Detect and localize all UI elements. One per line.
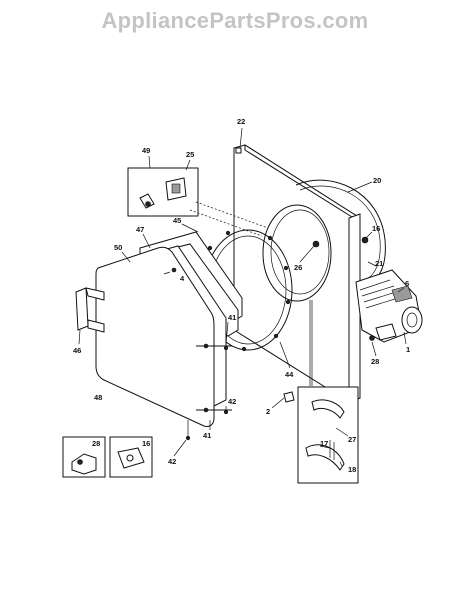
callout-16-inset: 16 [142,439,150,448]
callout-6: 6 [405,279,409,288]
callout-25: 25 [186,150,194,159]
door-handle [75,287,105,333]
callout-16: 16 [372,224,380,233]
callout-45: 45 [173,216,181,225]
inset-latch-box-16 [109,436,153,478]
callout-17: 17 [320,439,328,448]
inset-latch-box-26 [62,436,106,478]
callout-22: 22 [237,117,245,126]
callout-47: 47 [136,225,144,234]
callout-27: 27 [348,435,356,444]
callout-49: 49 [142,146,150,155]
callout-42-upper: 42 [228,397,236,406]
callout-labels: 22 20 16 21 6 1 28 26 49 25 45 47 50 4 4… [73,117,410,474]
blower-housing [355,269,423,343]
callout-41-lower: 41 [203,431,211,440]
small-hardware [171,237,375,403]
callout-26: 26 [294,263,302,272]
callout-44: 44 [285,370,294,379]
door-outer-panel [95,246,215,427]
inset-switch-box [127,167,199,217]
callout-46: 46 [73,346,81,355]
callout-20: 20 [373,176,381,185]
callout-1: 1 [406,345,410,354]
leader-lines [78,127,407,467]
callout-2: 2 [266,407,270,416]
callout-4: 4 [180,274,185,283]
callout-28: 28 [371,357,379,366]
callout-18: 18 [348,465,356,474]
callout-28-inset: 28 [92,439,100,448]
watermark-text: AppliancePartsPros.com [101,8,369,33]
callout-42-lower: 42 [168,457,176,466]
callout-48: 48 [94,393,102,402]
callout-21: 21 [375,259,383,268]
callout-41-upper: 41 [228,313,236,322]
inset-strike-box [297,386,359,484]
callout-50: 50 [114,243,122,252]
